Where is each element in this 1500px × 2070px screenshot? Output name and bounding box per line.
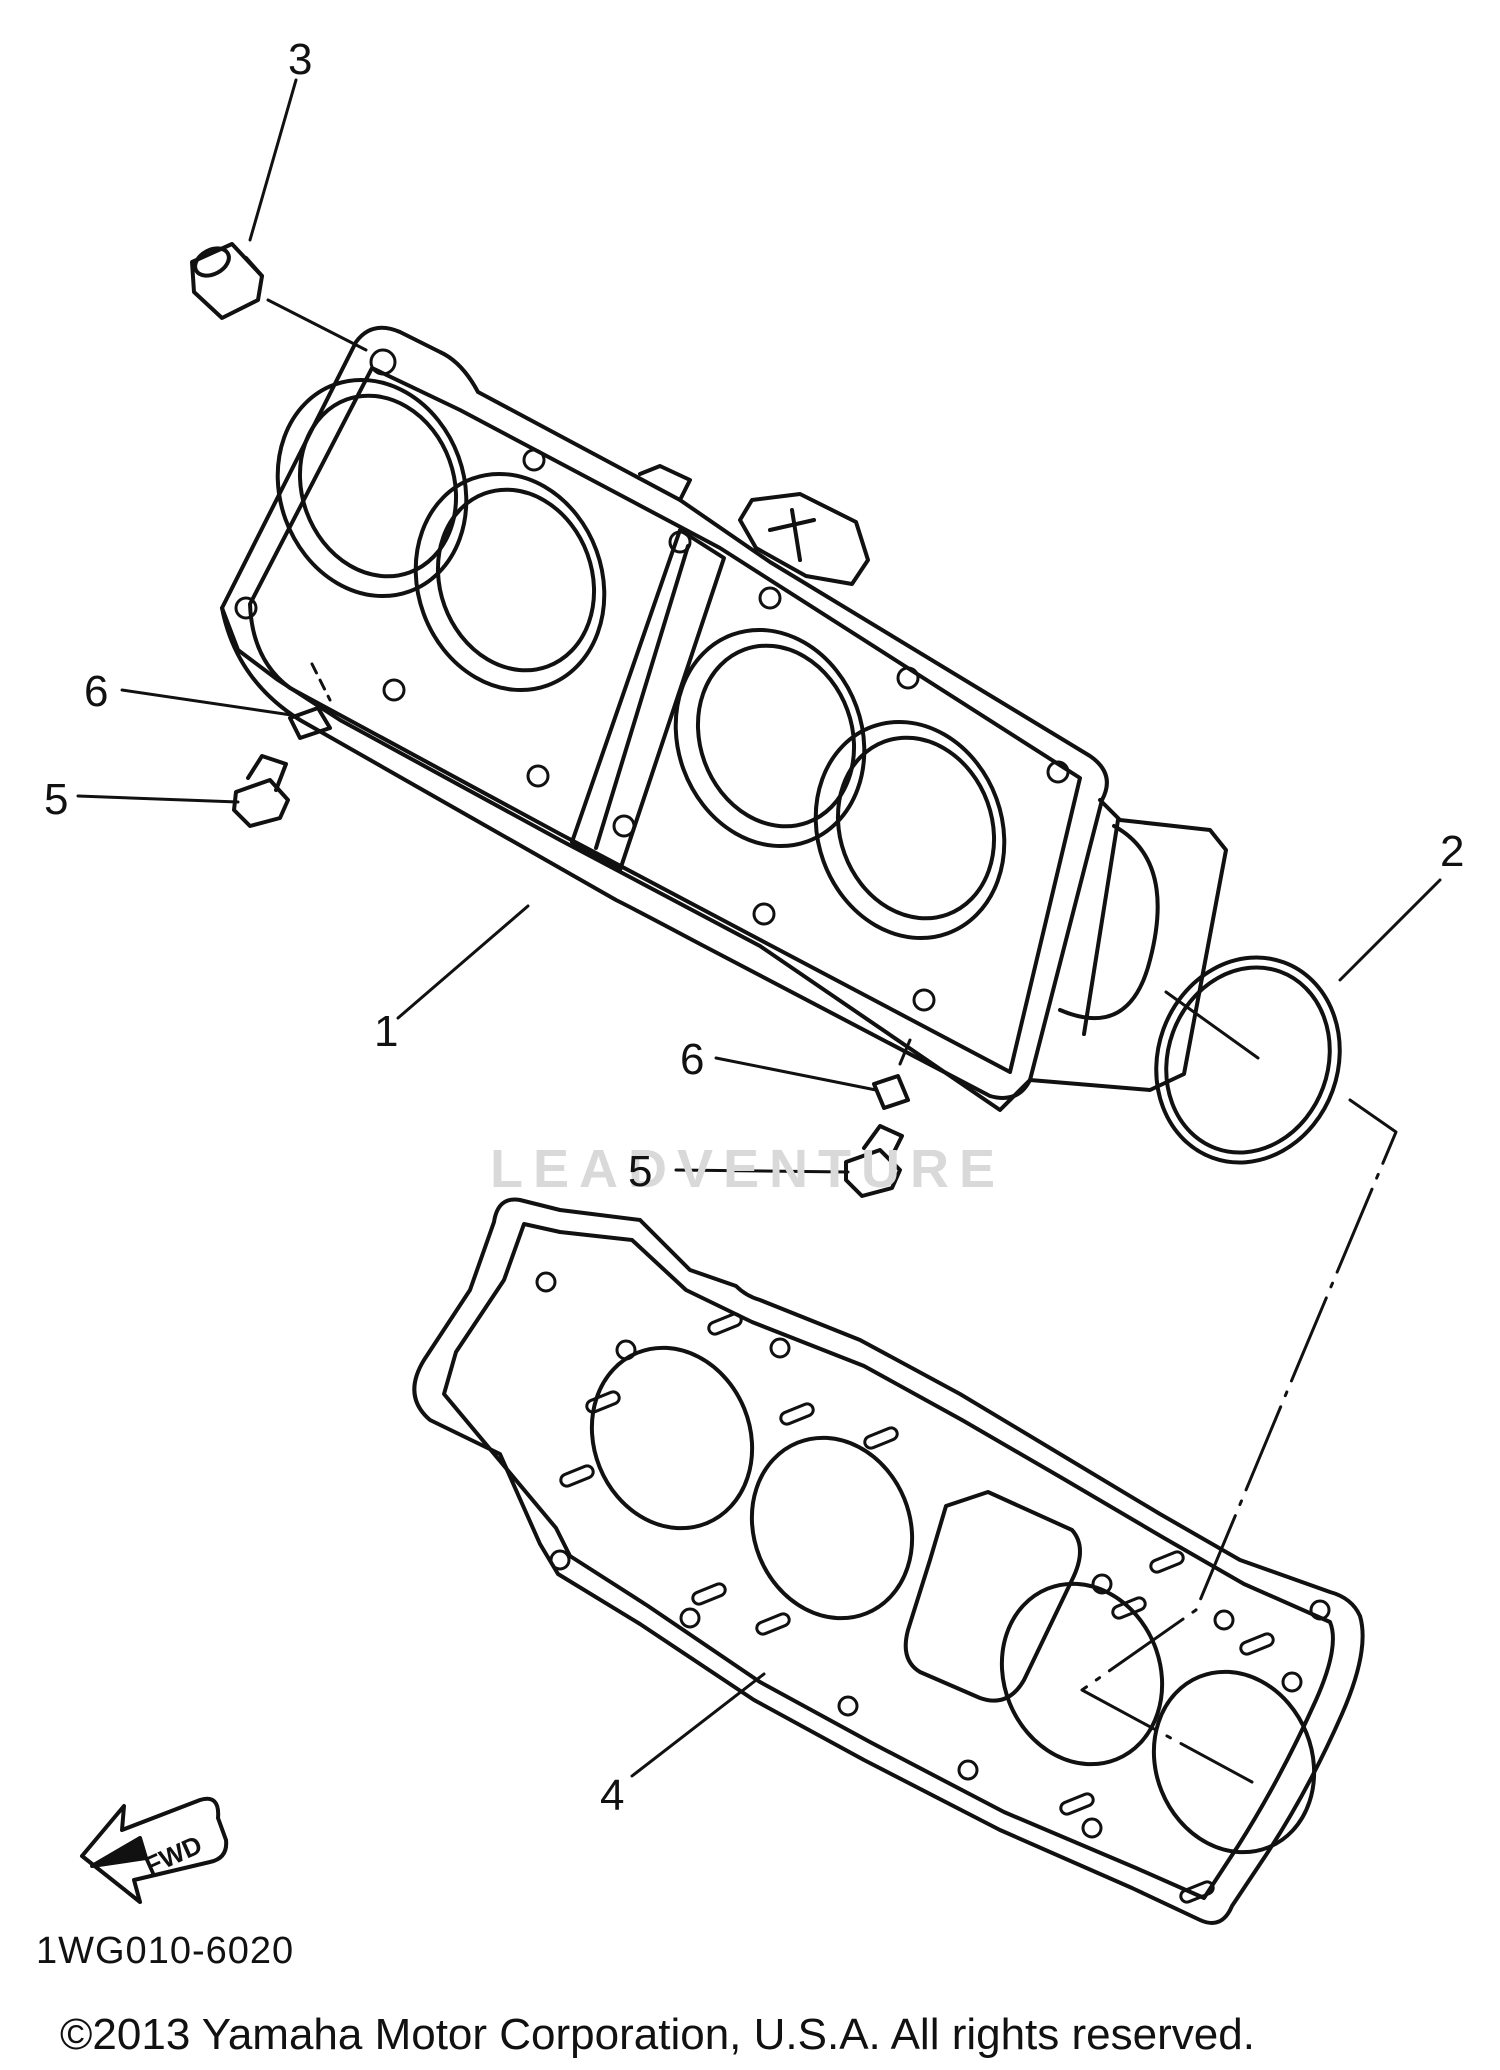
cylinder-bore-1 [275, 377, 469, 599]
fwd-arrow-icon [80, 1796, 229, 1904]
copyright-notice: ©2013 Yamaha Motor Corporation, U.S.A. A… [60, 2010, 1255, 2059]
callout-5-left: 5 [44, 775, 69, 824]
callout-2: 2 [1440, 827, 1465, 876]
cylinder-bore-3 [673, 627, 867, 849]
dowel-pin-part-3 [190, 242, 264, 320]
washer-part-6-left [288, 706, 332, 740]
callout-1: 1 [374, 1007, 399, 1056]
cylinder-gasket-part-4 [412, 1197, 1365, 1925]
diagram-code: 1WG010-6020 [36, 1930, 295, 1972]
bolt-holes [234, 348, 1070, 1012]
bolt-part-5-left [232, 754, 290, 828]
bolt-part-5-right [844, 1124, 904, 1198]
cylinder-bore-4 [813, 719, 1007, 941]
cylinder-block-part-1 [220, 325, 1228, 1112]
callout-6-left: 6 [84, 667, 109, 716]
o-ring-part-2 [1154, 955, 1342, 1165]
callout-4: 4 [600, 1771, 625, 1820]
callout-6-right: 6 [680, 1035, 705, 1084]
leader-lines [76, 78, 1442, 1784]
watermark-text: LEADVENTURE [490, 1139, 1006, 1199]
gasket-slots [535, 1271, 1331, 1904]
cylinder-bore-2 [413, 471, 607, 693]
washer-part-6-right [872, 1074, 910, 1110]
fwd-label: FWD [140, 1829, 206, 1880]
callout-5-right: 5 [628, 1147, 653, 1196]
callout-3: 3 [288, 35, 313, 84]
